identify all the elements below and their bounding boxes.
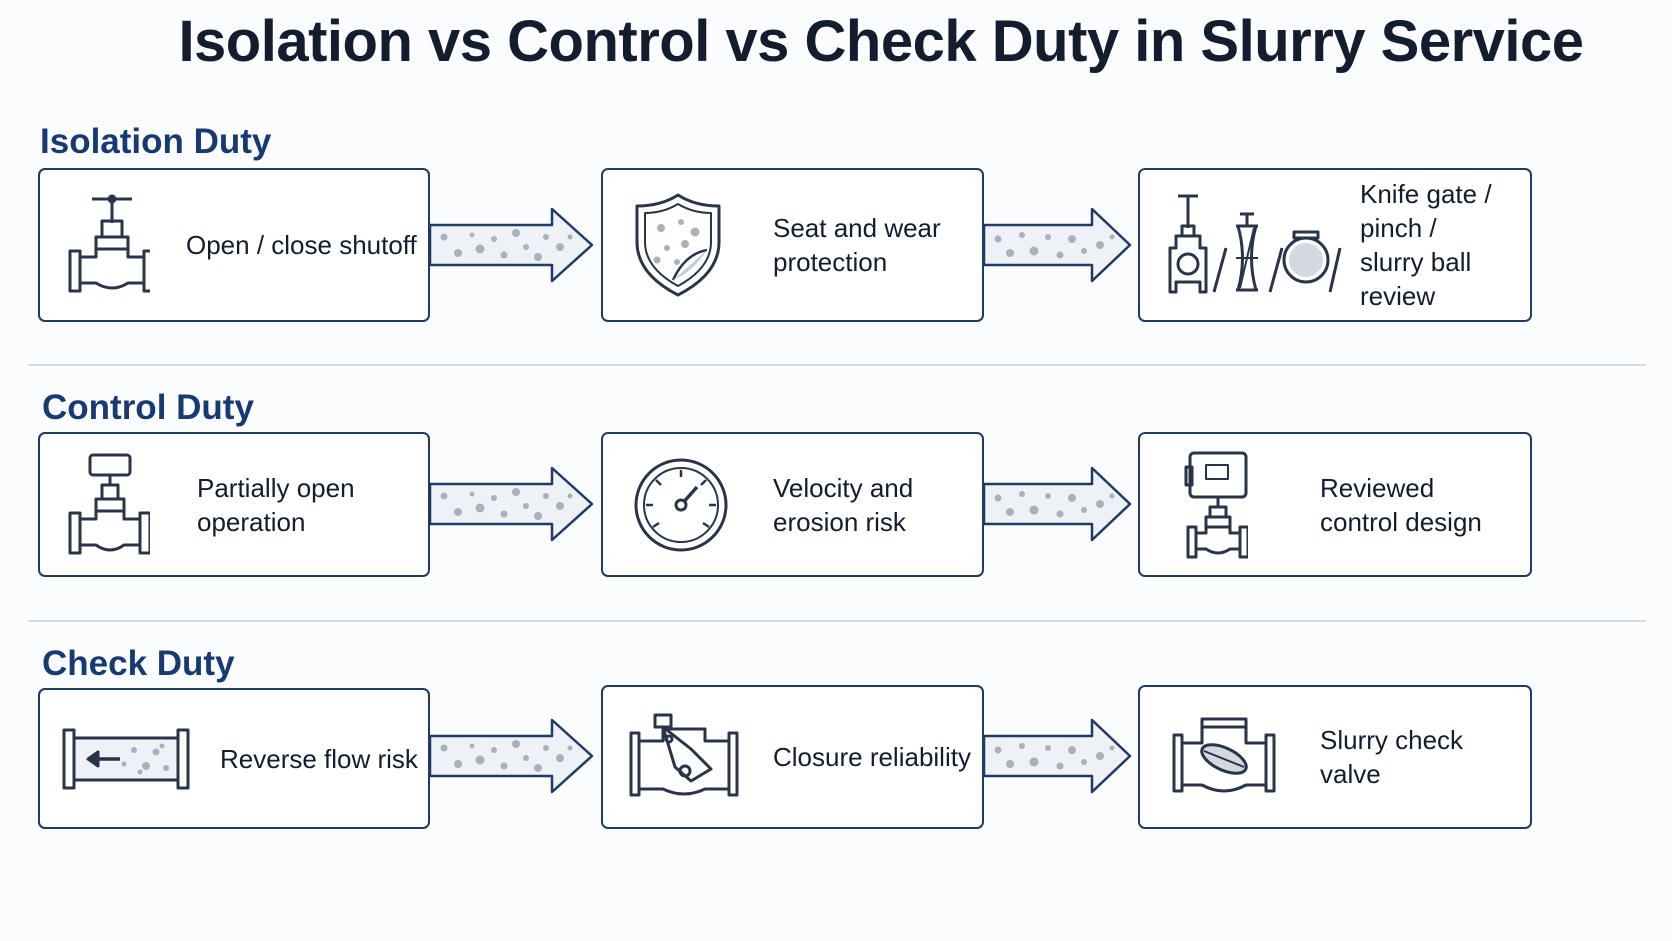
step-card-open-close-shutoff: Open / close shutoff — [38, 168, 430, 322]
step-card-velocity-erosion: Velocity and erosion risk — [601, 432, 984, 577]
step-label: Knife gate / pinch / slurry ball review — [1360, 179, 1492, 311]
section-divider — [28, 364, 1646, 366]
check-valve-icon — [1172, 715, 1276, 799]
step-label: Reverse flow risk — [220, 743, 418, 774]
flow-arrow — [428, 207, 596, 283]
section-title-check: Check Duty — [42, 644, 235, 683]
step-card-reverse-flow-risk: Reverse flow risk — [38, 688, 430, 829]
flow-arrow — [428, 466, 596, 542]
flow-arrow — [982, 466, 1134, 542]
reverse-flow-pipe-icon — [62, 728, 190, 790]
shield-icon — [633, 192, 723, 298]
gauge-icon — [633, 457, 729, 553]
flow-arrow — [428, 718, 596, 794]
step-card-slurry-check-valve: Slurry check valve — [1138, 685, 1532, 829]
step-label: Slurry check valve — [1320, 725, 1464, 789]
step-label: Closure reliability — [773, 742, 971, 772]
step-card-closure-reliability: Closure reliability — [601, 685, 984, 829]
step-label: Partially open operation — [197, 472, 355, 537]
swing-check-valve-icon — [629, 711, 739, 803]
page-title: Isolation vs Control vs Check Duty in Sl… — [178, 9, 1584, 74]
knife-gate-pinch-ball-valve-icons — [1164, 192, 1342, 298]
step-card-seat-wear-protection: Seat and wear protection — [601, 168, 984, 322]
section-title-isolation: Isolation Duty — [40, 122, 272, 161]
step-card-reviewed-control-design: Reviewed control design — [1138, 432, 1532, 577]
step-label: Open / close shutoff — [186, 230, 417, 260]
step-card-knife-gate-review: Knife gate / pinch / slurry ball review — [1138, 168, 1532, 322]
gate-valve-icon — [66, 193, 150, 297]
flow-arrow — [982, 207, 1134, 283]
flow-arrow — [982, 718, 1134, 794]
step-card-partially-open: Partially open operation — [38, 432, 430, 577]
section-title-control: Control Duty — [42, 388, 254, 427]
step-label: Velocity and erosion risk — [773, 472, 914, 537]
control-valve-icon — [1184, 449, 1248, 561]
section-divider — [28, 620, 1646, 622]
step-label: Reviewed control design — [1320, 472, 1482, 537]
actuated-valve-icon — [66, 451, 150, 559]
step-label: Seat and wear protection — [773, 213, 941, 277]
